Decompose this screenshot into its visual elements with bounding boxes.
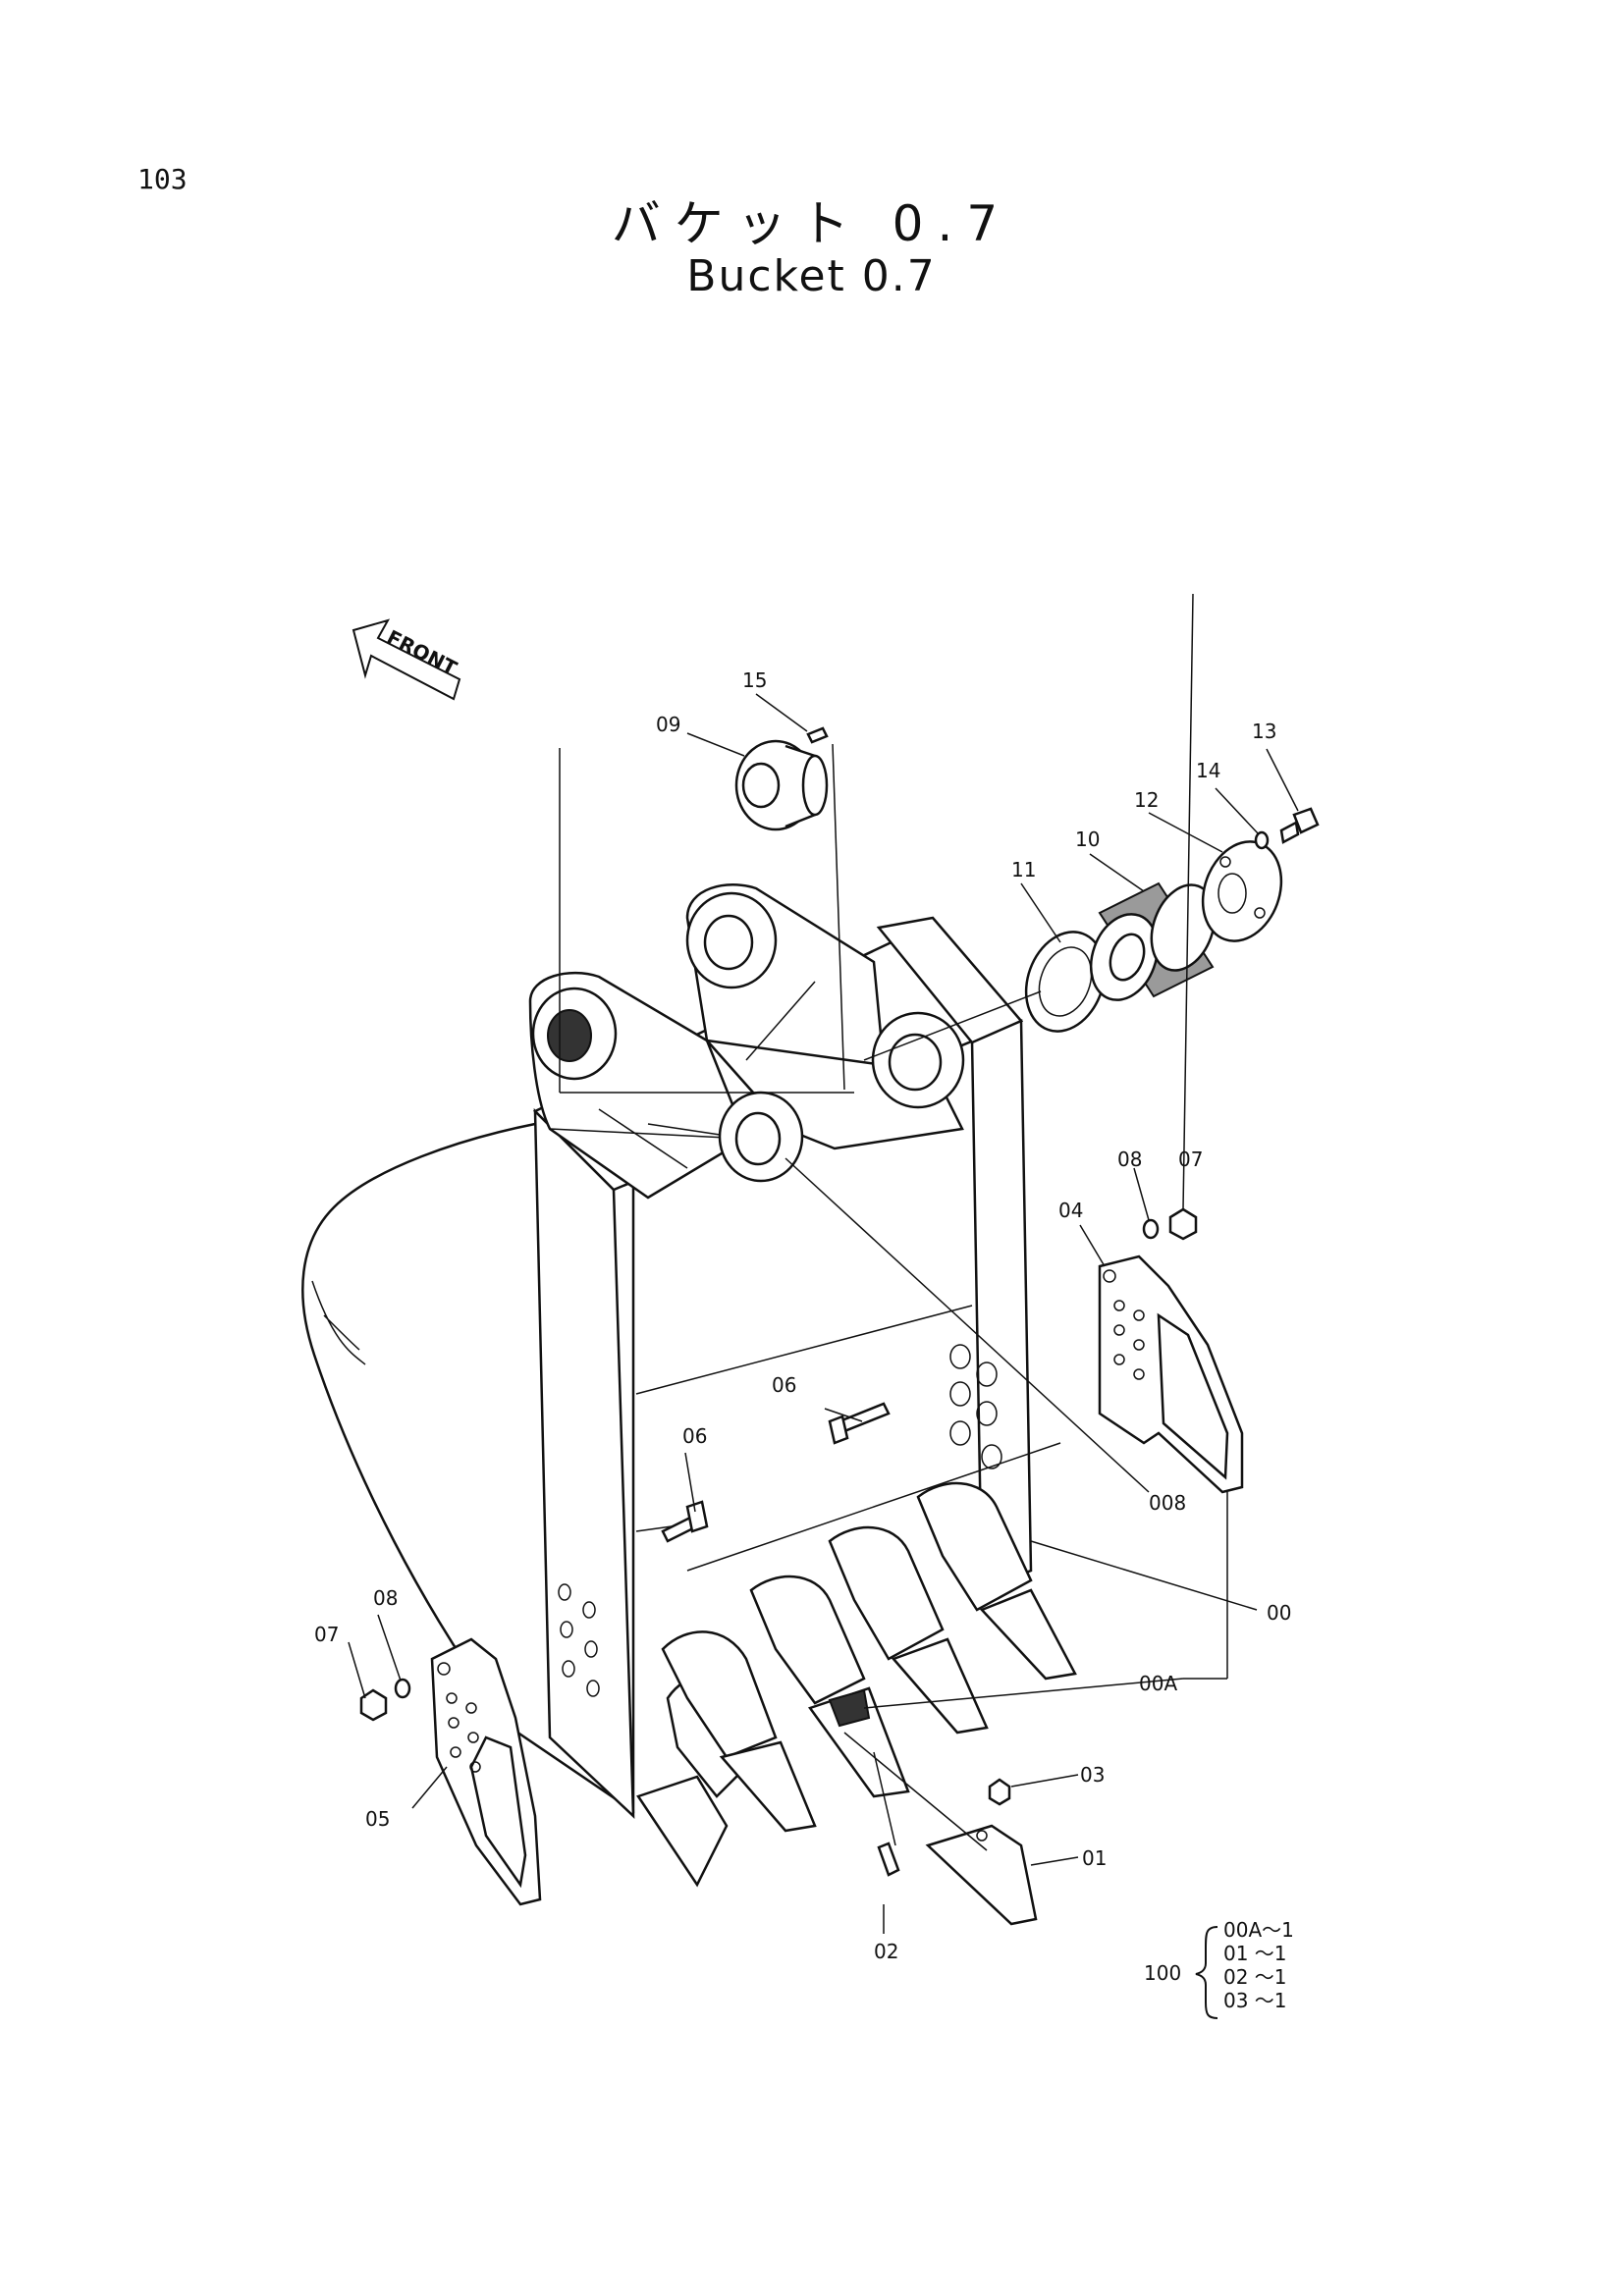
bucket-body	[301, 883, 1033, 1819]
callout-03: 03	[1080, 1763, 1105, 1787]
title-english: Bucket 0.7	[686, 251, 937, 301]
callout-15: 15	[742, 668, 767, 692]
callout-10: 10	[1075, 828, 1100, 851]
part-15-pin	[806, 726, 829, 744]
kit-item-3: 02 ～1	[1223, 1965, 1287, 1989]
kit-item-1: 00A～1	[1223, 1918, 1294, 1942]
part-10-bushing	[1089, 881, 1217, 1001]
pin-boss-upper-left	[531, 987, 618, 1081]
pin-boss-upper-right	[685, 891, 778, 989]
kit-item-2: 01 ～1	[1223, 1942, 1287, 1965]
tooth-5	[916, 1481, 1077, 1681]
part-07-nut-left	[359, 1688, 388, 1722]
adapter-tab	[828, 1688, 871, 1728]
callout-00: 00	[1267, 1601, 1291, 1625]
callout-08-left: 08	[373, 1586, 398, 1610]
pin-boss-lower-left	[718, 1091, 804, 1183]
callout-08-right: 08	[1117, 1148, 1142, 1171]
callout-008: 008	[1149, 1491, 1186, 1515]
callout-00A: 00A	[1139, 1672, 1177, 1695]
side-cutter-holes-left	[558, 1583, 600, 1697]
front-label: FRONT	[383, 625, 460, 680]
callout-06-lower: 06	[682, 1424, 707, 1448]
part-05-side-cutter-left	[430, 1637, 542, 1906]
callout-14: 14	[1196, 759, 1220, 782]
part-02-pin	[877, 1842, 900, 1877]
callout-07-right: 07	[1178, 1148, 1203, 1171]
page-number: 103	[137, 163, 188, 195]
callout-05: 05	[365, 1807, 390, 1831]
part-04-side-cutter-right	[1098, 1255, 1244, 1494]
callout-labels: 15 09 13 14 12 10 11 07 08 04 06 06 008 …	[314, 668, 1291, 1963]
kit-100: 100 00A～1 01 ～1 02 ～1 03 ～1	[1144, 1918, 1294, 2019]
part-01-tooth-point	[925, 1824, 1038, 1926]
bucket-teeth	[636, 1481, 1077, 1888]
kit-number: 100	[1144, 1961, 1181, 1985]
tooth-4	[828, 1525, 989, 1735]
part-14-washer	[1254, 830, 1270, 850]
side-cutter-holes-right	[949, 1344, 1002, 1469]
part-03-lock	[988, 1778, 1011, 1806]
title-japanese: バケット 0.7	[611, 195, 1012, 252]
callout-01: 01	[1082, 1846, 1107, 1870]
callout-02: 02	[874, 1940, 898, 1963]
part-09-pin	[734, 739, 829, 831]
part-06-bolt-upper	[828, 1402, 891, 1445]
tooth-2	[661, 1630, 817, 1833]
part-11-shim	[1024, 931, 1107, 1033]
part-08-washer-left	[394, 1678, 411, 1699]
part-06-bolt-lower	[661, 1500, 709, 1543]
leader-lines	[348, 593, 1299, 1934]
front-arrow: FRONT	[352, 618, 460, 701]
pin-boss-lower-right	[871, 1011, 965, 1109]
part-13-bolt	[1279, 807, 1320, 844]
callout-06-upper: 06	[772, 1373, 796, 1397]
part-08-washer-right	[1142, 1218, 1160, 1240]
callout-12: 12	[1134, 788, 1159, 812]
callout-09: 09	[656, 713, 680, 736]
callout-07-left: 07	[314, 1623, 339, 1646]
kit-item-4: 03 ～1	[1223, 1989, 1287, 2012]
callout-04: 04	[1058, 1199, 1083, 1222]
callout-11: 11	[1011, 858, 1036, 881]
part-07-nut-right	[1168, 1207, 1198, 1241]
callout-13: 13	[1252, 720, 1276, 743]
